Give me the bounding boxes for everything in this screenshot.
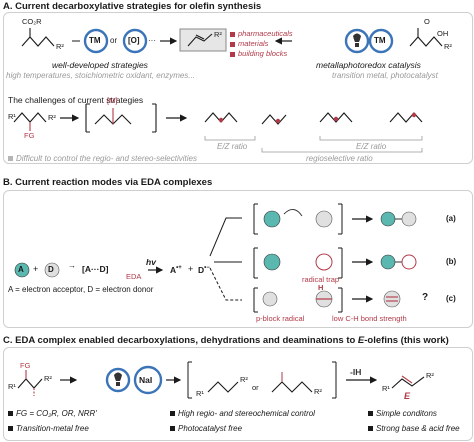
mode-a-label: (a) <box>446 214 456 223</box>
section-b-title: B. Current reaction modes via EDA comple… <box>3 177 213 188</box>
eda-complex: [A···D] <box>82 264 109 274</box>
feature-pc-free: Photocatalyst free <box>170 425 242 433</box>
oxidant-label: [O] <box>128 36 140 45</box>
radical-trap-label: radical trap <box>302 275 340 284</box>
section-b-panel <box>3 190 473 328</box>
mode-b-label: (b) <box>446 257 457 266</box>
carboxylic-acid-left <box>21 36 55 47</box>
co2r-label: CO₂R <box>22 17 42 26</box>
plus-label: + <box>33 264 39 274</box>
oh-label: OH <box>437 29 449 38</box>
use-pharmaceuticals: pharmaceuticals <box>230 30 293 38</box>
photocatalyst-bulb-icon <box>105 367 131 393</box>
section-c-title: C. EDA complex enabled decarboxylations,… <box>3 335 449 346</box>
c-r2-int-label: R² <box>240 375 248 384</box>
right-caption: metallaphotoredox catalysis <box>316 60 421 70</box>
r2-right-label: R² <box>444 42 452 51</box>
h-atom-label: H <box>318 283 324 292</box>
or-c-label: or <box>252 383 259 392</box>
use-materials: materials <box>230 40 268 48</box>
c-fg-label: FG <box>20 361 31 370</box>
use-building-blocks: building blocks <box>230 50 287 58</box>
feature-control: High regio- and stereochemical control <box>170 410 315 418</box>
arrow-short: → <box>68 261 76 270</box>
o-label: O <box>424 17 430 26</box>
challenges-title: The challenges of current strategies <box>8 95 144 105</box>
feature-fg: FG = CO₂R, OR, NRR' <box>8 410 97 418</box>
c-r1-int-label: R¹ <box>196 389 204 398</box>
donor-label: D <box>48 265 54 274</box>
e-olefin-label: E <box>404 391 411 401</box>
tm-circle <box>83 28 109 54</box>
dots-label: ··· <box>148 36 156 45</box>
feature-base-acid-free: Strong base & acid free <box>368 425 460 433</box>
left-caption: well-developed strategies <box>52 60 148 70</box>
question-mark: ? <box>422 292 429 303</box>
mode-c-label: (c) <box>446 294 456 303</box>
eda-label: EDA <box>126 272 142 281</box>
c-r2-label: R² <box>44 374 52 383</box>
r2-left-label: R² <box>56 42 64 51</box>
tm-label: TM <box>89 36 101 45</box>
difficulty-note: Difficult to control the regio- and ster… <box>8 155 197 163</box>
plus-label-2: + <box>188 264 194 274</box>
ez-ratio-1: E/Z ratio <box>217 142 248 151</box>
photocatalyst-bulb-icon <box>344 28 370 54</box>
oxidant-circle <box>122 28 148 54</box>
regio-ratio: regioselective ratio <box>306 154 373 163</box>
c-r1-label: R¹ <box>8 382 16 391</box>
c-r2-int2-label: R² <box>314 387 322 396</box>
acceptor-label: A <box>18 265 24 274</box>
c-r1-prod-label: R¹ <box>382 384 390 393</box>
or-label: or <box>110 36 118 45</box>
feature-tm-free: Transition-metal free <box>8 425 89 433</box>
right-tm-circle <box>368 28 394 54</box>
legend-text: A = electron acceptor, D = electron dono… <box>8 285 154 294</box>
r2-product-label: R² <box>214 30 222 39</box>
ez-ratio-2: E/Z ratio <box>356 142 387 151</box>
section-a-panel <box>3 12 473 164</box>
ch-bond-label: low C-H bond strength <box>332 314 407 323</box>
feature-simple: Simple conditons <box>368 410 437 418</box>
section-a-title: A. Current decarboxylative strategies fo… <box>3 1 262 12</box>
challenge-r2-label: R² <box>48 113 56 122</box>
donor-radical-anion: D•− <box>198 264 210 275</box>
challenge-r1-label: R¹ <box>8 112 16 121</box>
minus-ih-label: -IH <box>350 367 362 377</box>
pblock-radical-label: p-block radical <box>256 314 305 323</box>
acceptor-radical-cation: A•+ <box>170 264 182 275</box>
nai-circle <box>133 365 163 395</box>
section-c-panel <box>3 347 473 441</box>
left-caption-sub: high temperatures, stoichiometric oxidan… <box>6 71 195 80</box>
c-r2-prod-label: R² <box>426 371 434 380</box>
challenge-fg-label: FG <box>24 131 35 140</box>
right-caption-sub: transition metal, photocatalyst <box>332 71 438 80</box>
right-tm-label: TM <box>374 36 386 45</box>
metal-label: [M] <box>107 96 118 105</box>
nai-label: NaI <box>139 375 153 385</box>
hv-label: hv <box>146 257 156 267</box>
